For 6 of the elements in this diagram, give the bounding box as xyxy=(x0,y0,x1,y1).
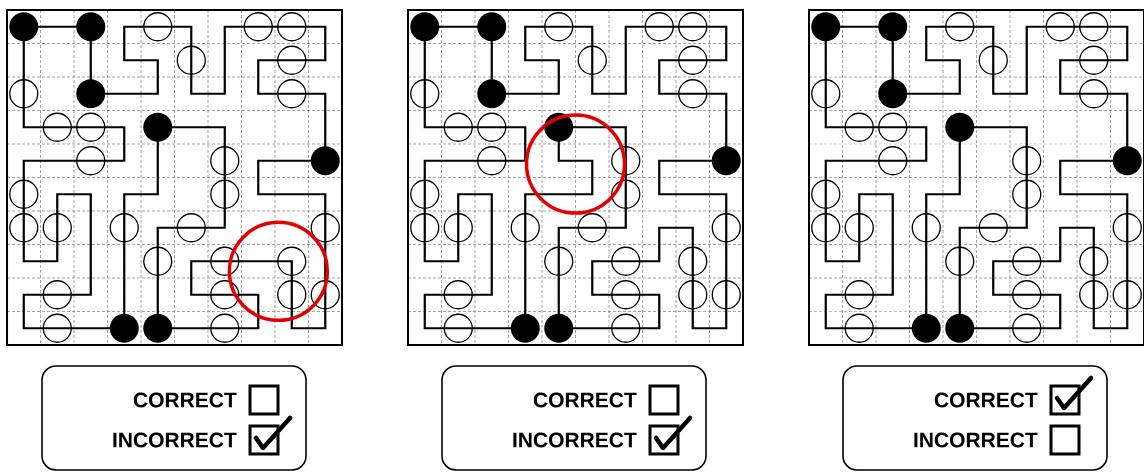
option-label: INCORRECT xyxy=(513,432,637,448)
option-label: CORRECT xyxy=(934,392,1038,408)
option-label: INCORRECT xyxy=(113,432,237,448)
option-label: CORRECT xyxy=(533,392,637,408)
option-label: CORRECT xyxy=(133,392,237,408)
option-label: INCORRECT xyxy=(914,432,1038,448)
